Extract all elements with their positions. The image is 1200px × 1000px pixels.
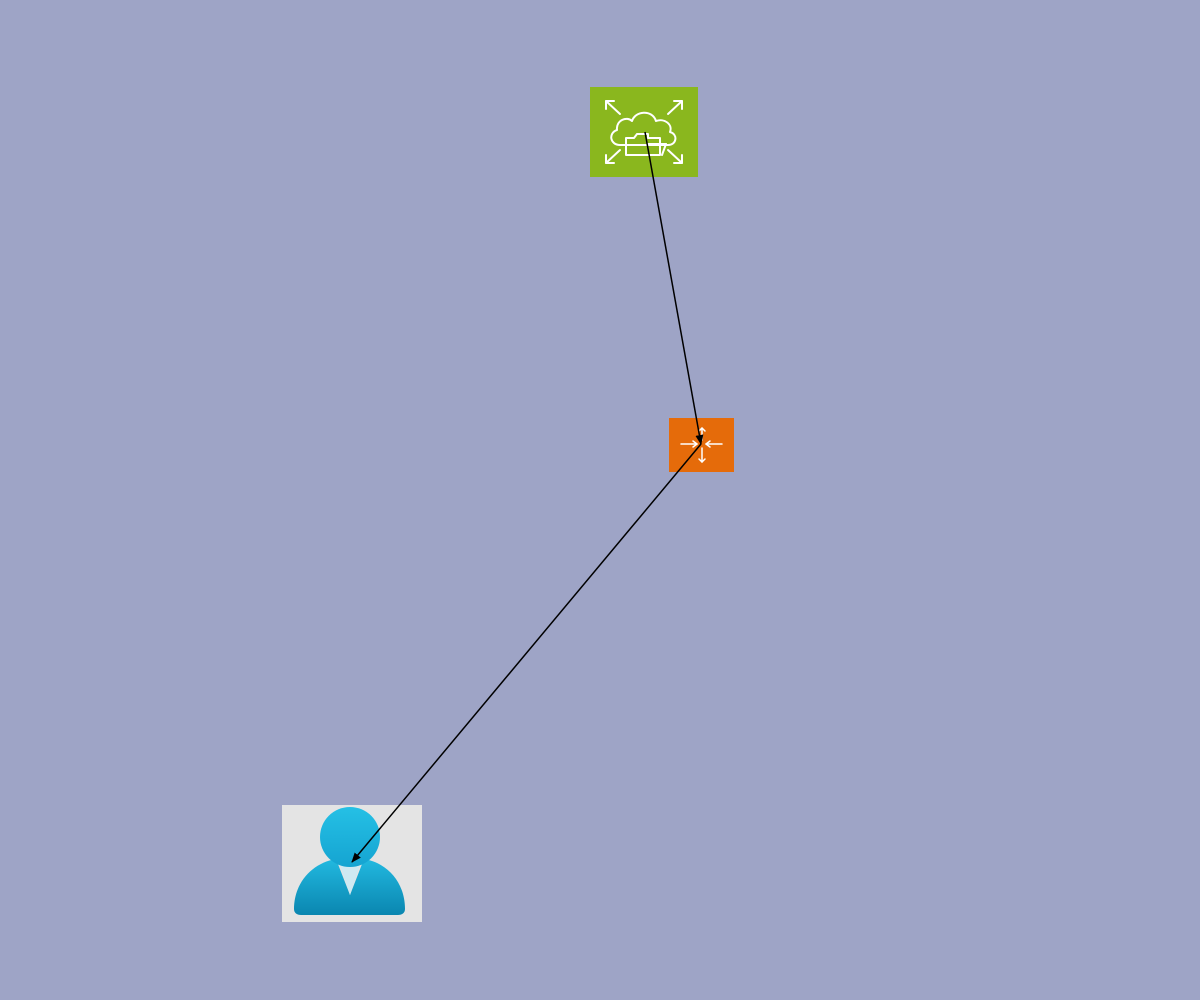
user-icon xyxy=(282,805,422,922)
edge-router-to-user[interactable] xyxy=(351,443,702,863)
cloud-transfer-expand-icon xyxy=(590,87,698,177)
router-arrows-icon xyxy=(669,418,734,472)
user-node[interactable] xyxy=(282,805,422,922)
router-node[interactable] xyxy=(669,418,734,472)
cloud-transfer-node[interactable] xyxy=(590,87,698,177)
edge-cloud-to-router[interactable] xyxy=(644,131,704,445)
